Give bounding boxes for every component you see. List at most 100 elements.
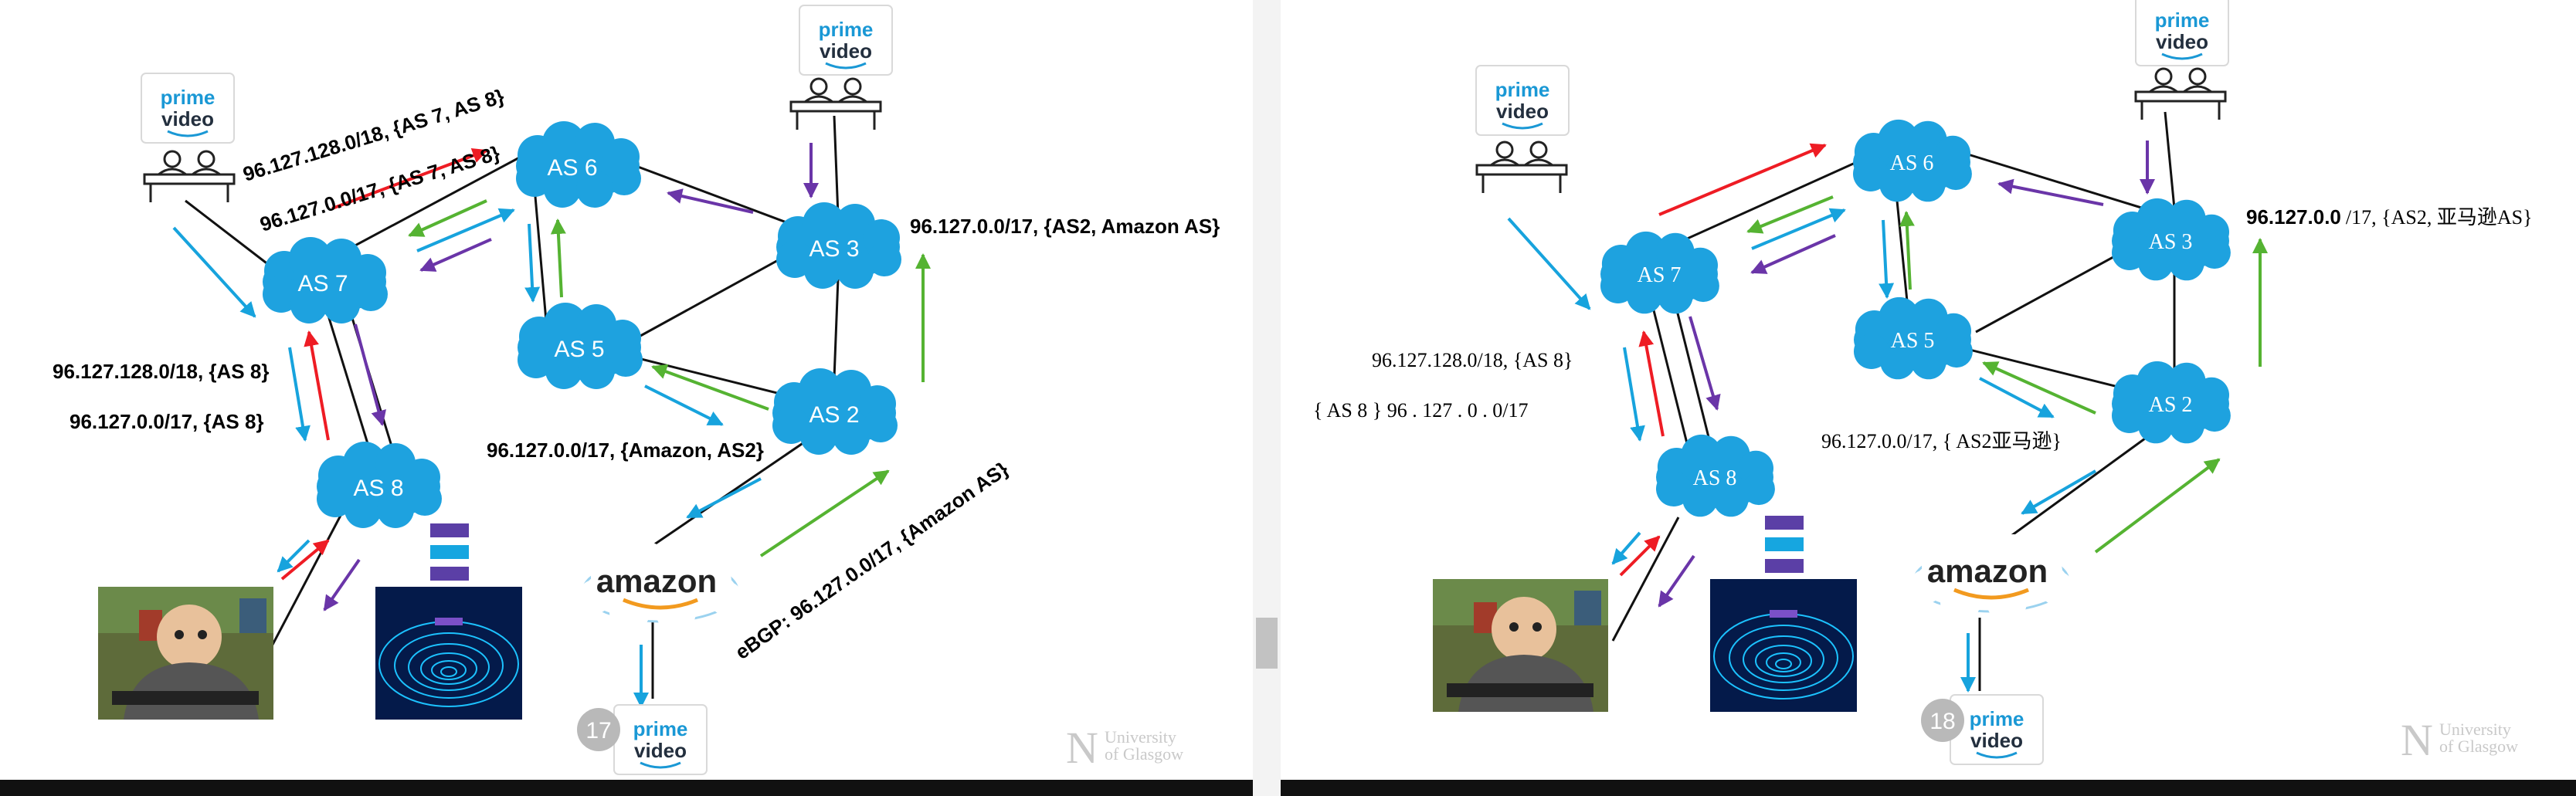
as5-node: AS 5 <box>1854 296 1973 380</box>
slide-17-diagram: AS 6 AS 7 AS 5 AS 3 AS 2 AS 8 prime vide… <box>53 5 1220 775</box>
bottom-bar <box>0 780 2576 796</box>
arrow-red <box>1619 535 1661 577</box>
arrow-blue <box>1623 347 1645 442</box>
svg-text:University: University <box>1105 727 1176 747</box>
as2-label: AS 2 <box>2149 393 2193 417</box>
route-label: 96.127.0.0/17, {AS 8} <box>70 410 264 433</box>
svg-text:video: video <box>634 739 687 762</box>
arrow-green <box>1899 211 1915 290</box>
route-label: { AS 8 } 96 . 127 . 0 . 0/17 <box>1313 399 1528 422</box>
slide-number-badge: 18 <box>1921 699 1964 742</box>
svg-text:of Glasgow: of Glasgow <box>1105 744 1183 764</box>
svg-text:18: 18 <box>1929 709 1955 734</box>
as3-node: AS 3 <box>776 202 901 289</box>
as5-node: AS 5 <box>518 303 643 389</box>
amazon-node: amazon <box>1909 531 2074 622</box>
svg-text:video: video <box>1970 729 2023 752</box>
route-label: 96.127.128.0/18, {AS 8} <box>53 360 269 383</box>
arrow-blue <box>686 477 762 519</box>
as3-node: AS 3 <box>2112 198 2231 281</box>
as8-label: AS 8 <box>1693 466 1737 490</box>
arrow-green <box>759 469 890 557</box>
as8-node: AS 8 <box>317 442 442 528</box>
scrollbar-thumb[interactable] <box>1256 618 1278 669</box>
arrow-red <box>1658 143 1827 216</box>
svg-text:N: N <box>2401 715 2433 765</box>
packet-stack <box>430 523 469 581</box>
amazon-node: amazon <box>578 541 743 632</box>
prime-video-logo: prime video <box>2135 0 2229 66</box>
svg-text:prime: prime <box>819 18 874 41</box>
as3-label: AS 3 <box>809 236 859 262</box>
route-label: 96.127.0.0/17, {Amazon, AS2} <box>487 439 764 462</box>
as7-node: AS 7 <box>1600 231 1719 314</box>
svg-text:prime: prime <box>633 717 688 740</box>
prime-video-logo: prime video <box>613 704 708 775</box>
arrow-purple <box>323 558 361 611</box>
link-lines <box>1611 111 2177 691</box>
prime-video-logo: prime video <box>141 73 235 144</box>
wormhole-picture <box>1710 579 1857 712</box>
svg-text:video: video <box>1496 100 1549 123</box>
gutter-bottom <box>1253 780 1281 796</box>
arrow-green <box>651 364 769 411</box>
arrow-red <box>331 147 488 210</box>
svg-text:video: video <box>820 39 872 63</box>
prime-video-logo: prime video <box>799 5 893 76</box>
arrow-red <box>280 539 330 581</box>
viewers-icon <box>1475 141 1568 195</box>
svg-text:prime: prime <box>2155 8 2210 32</box>
arrow-blue <box>524 223 541 303</box>
slide-18: AS 6 AS 7 AS 5 AS 3 AS 2 AS 8 prime vide… <box>1281 0 2576 780</box>
as6-label: AS 6 <box>1890 151 1934 175</box>
viewers-icon <box>789 77 882 131</box>
svg-text:prime: prime <box>1495 78 1550 101</box>
scrollbar-gutter <box>1253 0 1281 796</box>
arrow-blue <box>288 347 311 442</box>
arrow-green <box>1746 195 1834 234</box>
as5-label: AS 5 <box>1891 329 1935 353</box>
packet-stack <box>1765 516 1804 573</box>
arrow-purple <box>1658 554 1695 608</box>
wormhole-picture <box>375 587 522 720</box>
arrow-purple <box>1997 178 2104 206</box>
arrow-purple <box>1750 234 1836 274</box>
as6-node: AS 6 <box>516 121 641 208</box>
prime-video-logo: prime video <box>1950 694 2044 765</box>
route-label: 96.127.0.0/17, {AS2, Amazon AS} <box>910 215 1220 238</box>
arrow-purple <box>419 238 492 272</box>
as7-label: AS 7 <box>297 271 348 296</box>
svg-text:N: N <box>1066 723 1098 773</box>
as2-node: AS 2 <box>772 368 898 455</box>
arrow-purple <box>667 188 754 214</box>
prime-video-logo: prime video <box>1475 65 1570 136</box>
svg-text:17: 17 <box>585 718 611 743</box>
viewers-icon <box>2134 67 2227 121</box>
arrow-green <box>1982 361 2096 415</box>
as3-label: AS 3 <box>2149 230 2193 254</box>
arrow-blue <box>2021 469 2097 515</box>
arrow-purple <box>1688 316 1721 411</box>
svg-text:video: video <box>2156 30 2208 53</box>
as2-label: AS 2 <box>809 402 859 428</box>
svg-text:of Glasgow: of Glasgow <box>2439 737 2518 756</box>
gamer-picture <box>98 587 273 720</box>
slide-17: AS 6 AS 7 AS 5 AS 3 AS 2 AS 8 prime vide… <box>0 0 1253 780</box>
arrow-red <box>304 330 330 441</box>
svg-text:video: video <box>161 107 214 130</box>
arrow-blue <box>416 208 515 252</box>
gamer-picture <box>1433 579 1608 712</box>
route-label: 96.127.128.0/18, {AS 8} <box>1372 349 1573 371</box>
route-label: 96.127.0.0/17, { AS2亚马逊} <box>1821 430 2062 452</box>
svg-text:prime: prime <box>161 86 216 109</box>
arrow-blue <box>644 384 724 426</box>
slide-18-diagram: AS 6 AS 7 AS 5 AS 3 AS 2 AS 8 prime vide… <box>1313 0 2533 765</box>
svg-text:prime: prime <box>1970 707 2024 730</box>
ebgp-label: eBGP: 96.127.0.0/17, {Amazon AS} <box>731 457 1012 664</box>
arrow-blue <box>277 539 311 573</box>
route-label: 96.127.0.0/17, {AS2, 亚马逊AS} <box>2246 205 2533 229</box>
as7-node: AS 7 <box>263 237 388 323</box>
arrow-blue <box>1507 217 1591 310</box>
as7-label: AS 7 <box>1638 263 1682 287</box>
slide-number-badge: 17 <box>577 708 620 751</box>
